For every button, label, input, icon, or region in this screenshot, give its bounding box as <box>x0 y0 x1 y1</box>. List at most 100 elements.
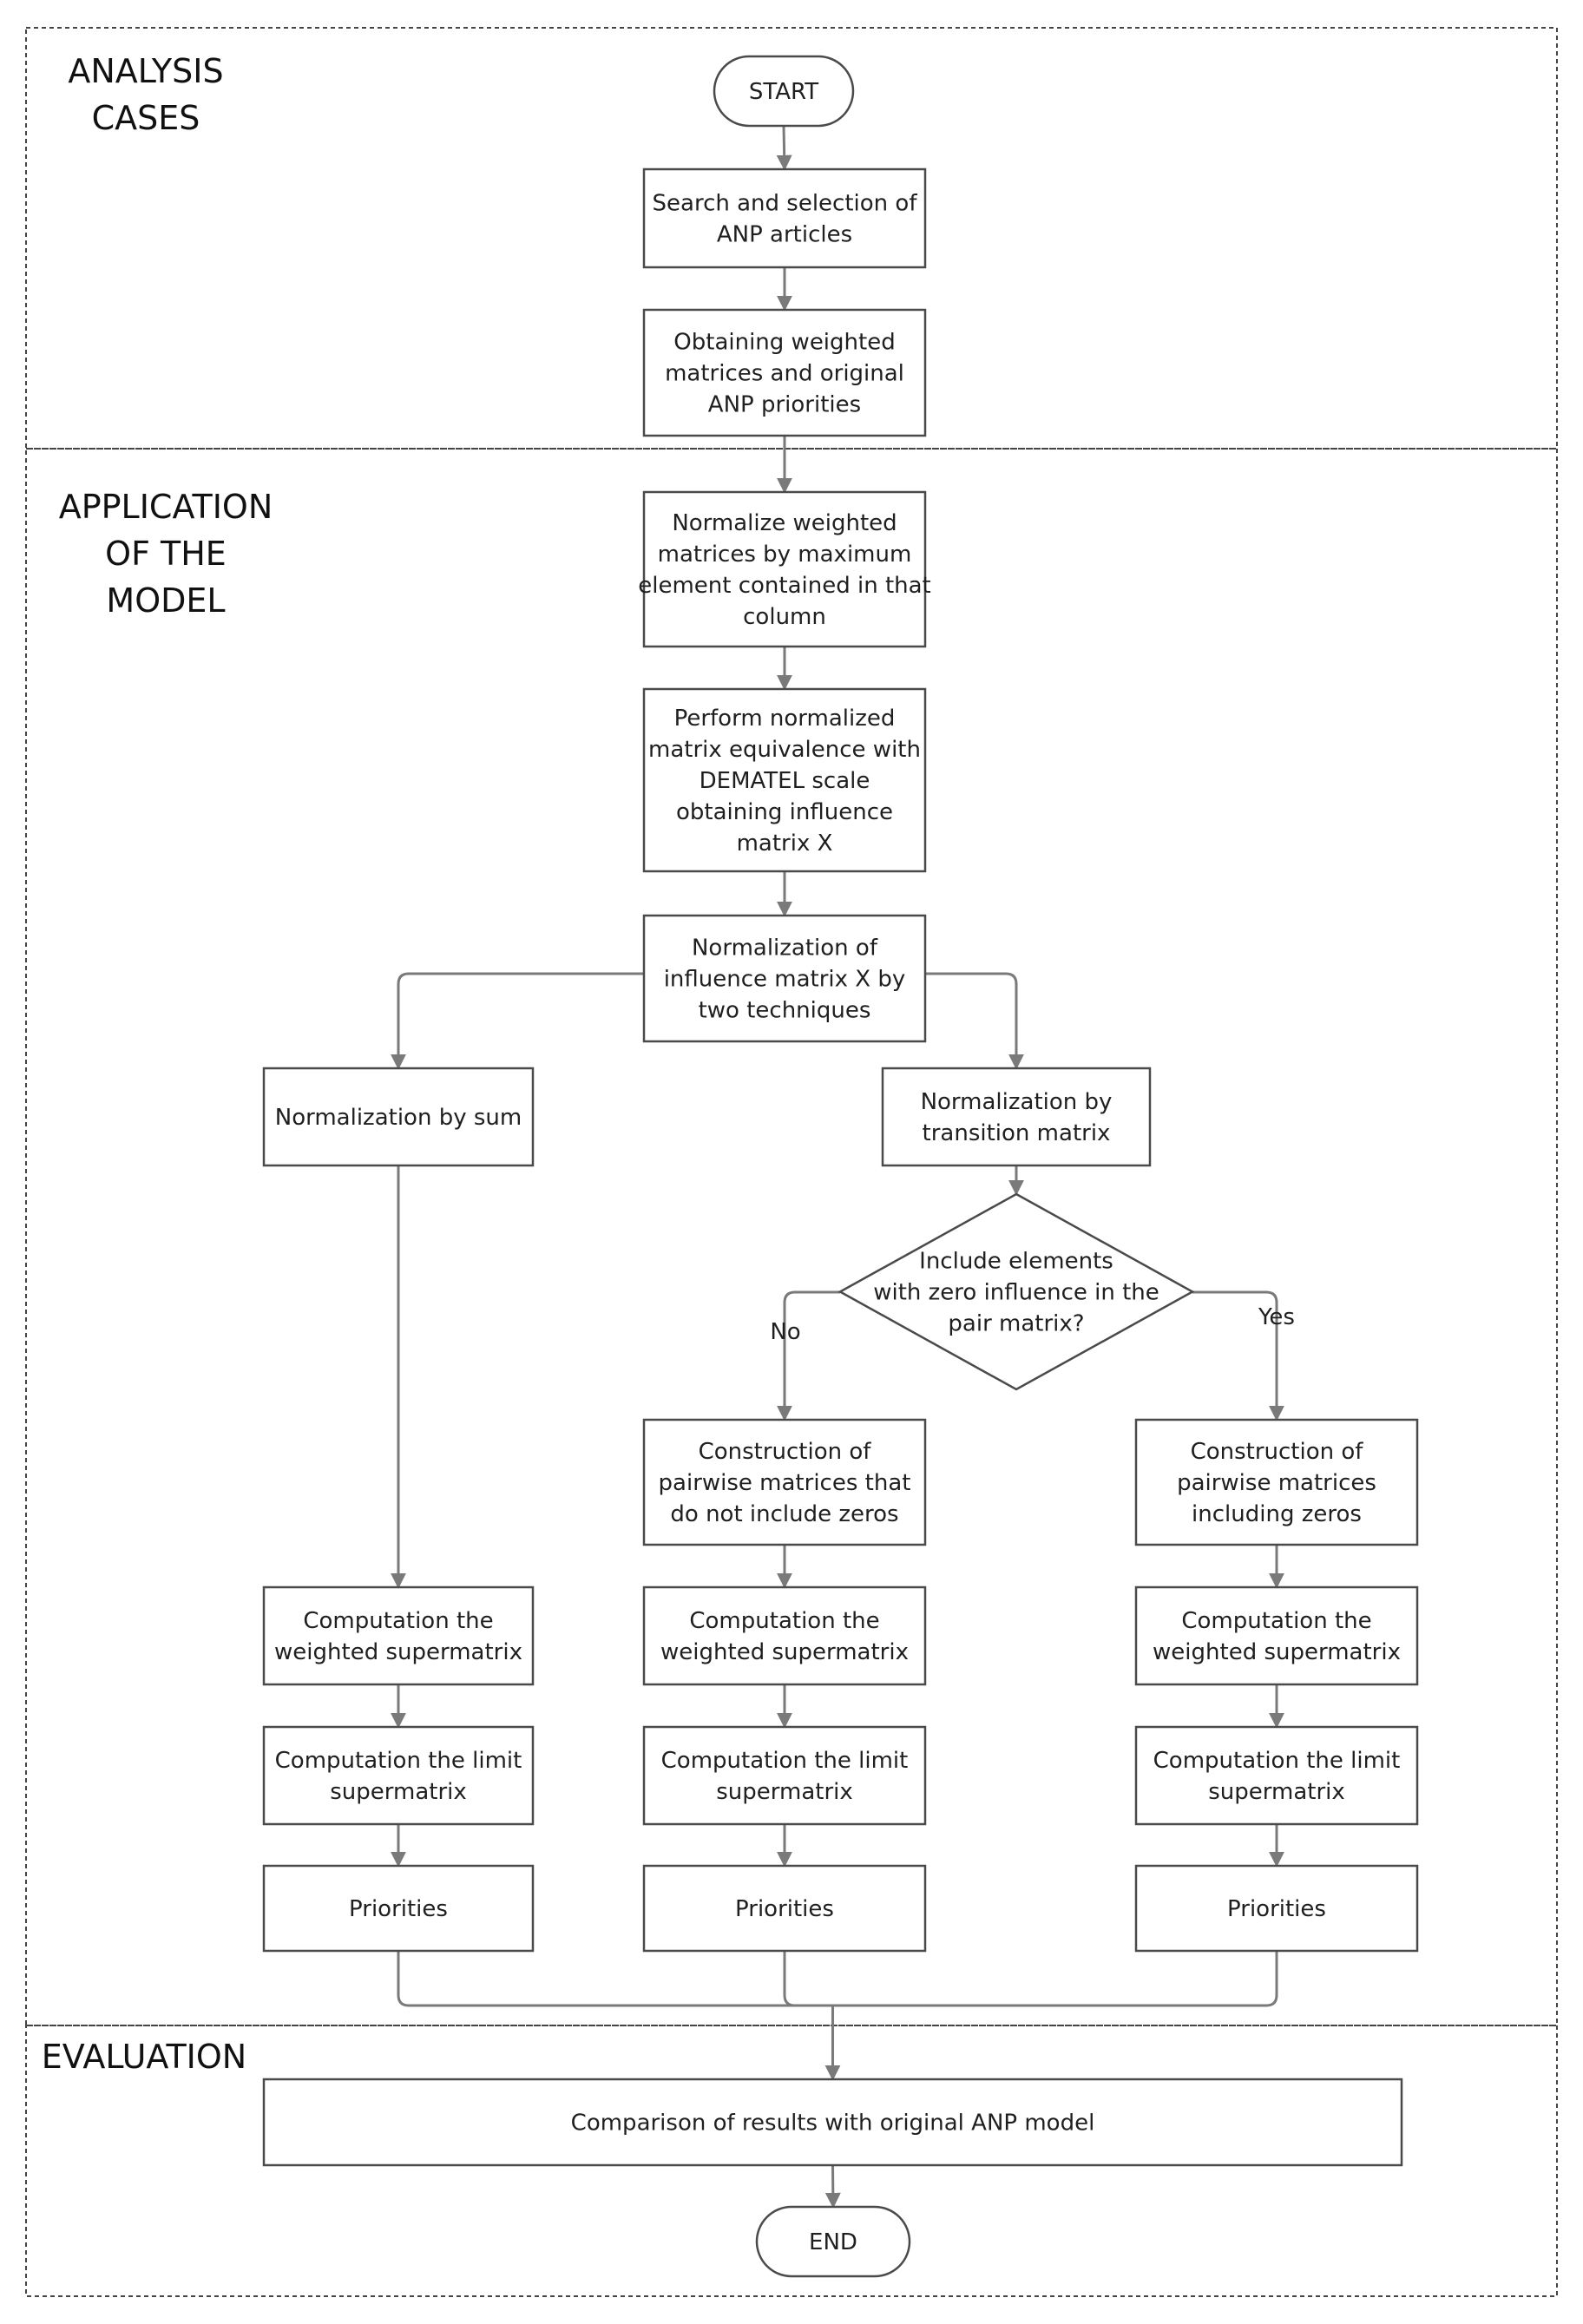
node-label: Priorities <box>1227 1896 1326 1922</box>
process-box <box>642 1585 927 1686</box>
process-box <box>262 1725 535 1826</box>
edge-pr1-to-compare <box>397 1951 833 2007</box>
node-label-line: supermatrix <box>1208 1779 1345 1805</box>
process-box <box>1134 1418 1419 1546</box>
node-pr3: Priorities <box>1134 1864 1419 1953</box>
node-label-line: transition matrix <box>923 1120 1111 1146</box>
node-ls3: Computation the limit supermatrix <box>1134 1725 1419 1826</box>
process-box <box>642 914 927 1043</box>
terminal-shape <box>755 2205 911 2278</box>
edge-label-no: No <box>770 1319 800 1345</box>
node-ls2: Computation the limit supermatrix <box>642 1725 927 1826</box>
decision-diamond <box>837 1192 1195 1391</box>
node-label-line: Computation the <box>1181 1608 1371 1634</box>
swimlane-evaluation <box>25 2025 1558 2297</box>
section-label-evaluation: EVALUATION <box>42 2038 246 2076</box>
node-label-line: matrix equivalence with <box>648 737 921 763</box>
node-end: END <box>755 2205 911 2278</box>
section-label-line: ANALYSIS <box>68 52 223 90</box>
node-compare: Comparison of results with original ANP … <box>262 2078 1403 2167</box>
node-label-line: supermatrix <box>330 1779 467 1805</box>
section-label-line: EVALUATION <box>42 2038 246 2076</box>
process-box <box>642 1725 927 1826</box>
node-label: Perform normalized matrix equivalence wit… <box>648 706 921 857</box>
edge-normX-to-normSum <box>391 972 644 1070</box>
swimlane-application <box>25 448 1558 2026</box>
node-perform: Perform normalized matrix equivalence wit… <box>642 687 927 873</box>
swimlane-analysis <box>25 27 1558 450</box>
node-label-line: Priorities <box>1227 1896 1326 1922</box>
node-label-line: supermatrix <box>716 1779 853 1805</box>
node-label-line: Computation the limit <box>661 1748 909 1774</box>
node-label-line: Normalization of <box>692 936 878 962</box>
node-label-line: influence matrix X by <box>664 967 906 993</box>
node-label-line: column <box>743 604 826 630</box>
node-label-line: weighted supermatrix <box>1153 1639 1401 1665</box>
node-normTrans: Normalization by transition matrix <box>881 1067 1152 1167</box>
node-label-line: DEMATEL scale <box>700 768 870 794</box>
node-normX: Normalization of influence matrix X by two… <box>642 914 927 1043</box>
node-label: END <box>809 2229 857 2255</box>
section-label-line: CASES <box>92 99 200 137</box>
node-label-line: Construction of <box>699 1439 872 1465</box>
edge-compare-to-end <box>824 2164 841 2209</box>
node-label-line: Computation the <box>689 1608 879 1634</box>
node-label-line: with zero influence in the <box>873 1280 1159 1306</box>
node-label-line: Search and selection of <box>653 191 918 217</box>
node-label-line: Computation the limit <box>1153 1748 1401 1774</box>
edge-decision-to-withZeros <box>1192 1290 1284 1421</box>
process-box <box>642 490 927 648</box>
node-label-line: Priorities <box>735 1896 834 1922</box>
process-box <box>262 1864 535 1953</box>
terminal-shape <box>713 55 855 128</box>
node-pr1: Priorities <box>262 1864 535 1953</box>
process-box <box>642 1864 927 1953</box>
node-ws3: Computation the weighted supermatrix <box>1134 1585 1419 1686</box>
node-label-line: do not include zeros <box>670 1501 898 1527</box>
node-label-line: Perform normalized <box>674 706 896 732</box>
process-box <box>1134 1864 1419 1953</box>
process-box <box>881 1067 1152 1167</box>
node-label-line: Computation the <box>303 1608 493 1634</box>
edge-start-to-search <box>776 125 792 171</box>
section-label-analysis: ANALYSIS CASES <box>68 52 223 137</box>
process-box <box>262 1067 535 1167</box>
node-label: Normalization by sum <box>275 1105 522 1131</box>
process-box <box>1134 1725 1419 1826</box>
node-label-line: element contained in that <box>638 573 931 599</box>
node-label-line: pair matrix? <box>948 1311 1084 1337</box>
process-box <box>262 1585 535 1686</box>
node-label-line: Normalization by <box>921 1089 1113 1115</box>
node-label: Priorities <box>735 1896 834 1922</box>
node-label-line: START <box>749 79 818 105</box>
section-label-line: OF THE <box>105 535 227 573</box>
node-label-line: two techniques <box>699 998 871 1024</box>
process-box <box>642 1418 927 1546</box>
node-label-line: ANP priorities <box>708 392 861 418</box>
edge-normX-to-normTrans <box>925 972 1024 1070</box>
process-box <box>642 167 927 269</box>
node-pr2: Priorities <box>642 1864 927 1953</box>
node-label-line: obtaining influence <box>676 799 893 825</box>
node-label-line: pairwise matrices <box>1177 1470 1376 1496</box>
edge-decision-to-noZeros <box>777 1290 840 1421</box>
process-box <box>642 687 927 873</box>
process-box <box>1134 1585 1419 1686</box>
node-label-line: matrices and original <box>665 361 904 387</box>
